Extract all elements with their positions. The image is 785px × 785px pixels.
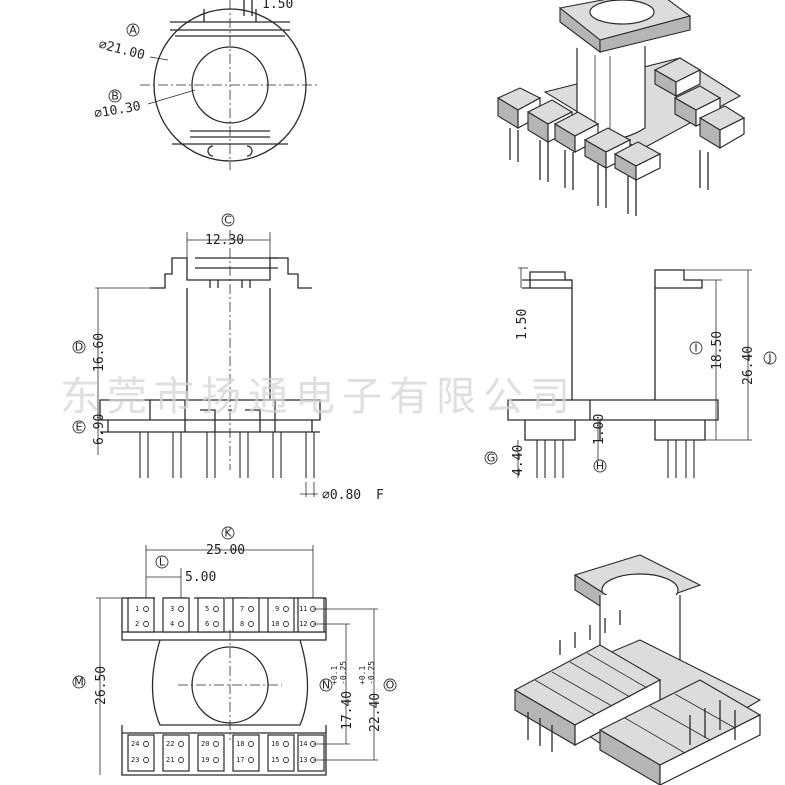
pin-10: 10 — [271, 620, 279, 628]
dim-top-slot: 1.50 — [262, 0, 293, 12]
label-o: O — [386, 679, 395, 692]
pin-17: 17 — [236, 756, 244, 764]
dim-step-height: 1.00 — [592, 414, 607, 445]
label-n: N — [322, 679, 330, 692]
top-view: 1.50 A ⌀21.00 B ⌀10.30 — [93, 0, 320, 170]
dim-outer-diameter: ⌀21.00 — [97, 37, 146, 63]
pin-5: 5 — [205, 605, 209, 613]
dim-winding-height: 16.60 — [92, 333, 107, 372]
side-pins — [536, 440, 695, 478]
label-a: A — [129, 24, 137, 37]
watermark-text: 东莞市扬通电子有限公司 — [60, 374, 577, 420]
pin-4: 4 — [170, 620, 174, 628]
lower-pin-holes — [143, 741, 316, 763]
bottom-view: 1 3 5 7 9 11 2 4 6 8 10 12 — [72, 527, 397, 776]
side-base — [507, 399, 719, 421]
pin-24: 24 — [131, 740, 139, 748]
pin-6: 6 — [205, 620, 209, 628]
pin-19: 19 — [201, 756, 209, 764]
label-m: M — [74, 676, 84, 689]
dim-body-length: 26.50 — [94, 666, 109, 705]
label-e: E — [76, 421, 83, 434]
dim-o-tol-lower: -0.25 — [367, 661, 376, 685]
pin-9: 9 — [275, 605, 279, 613]
label-h: H — [596, 460, 604, 473]
pin-16: 16 — [271, 740, 279, 748]
label-g: G — [487, 452, 496, 465]
dim-pin-row-span: 25.00 — [206, 543, 245, 558]
label-j: J — [767, 352, 771, 365]
label-c: C — [224, 214, 232, 227]
label-d: D — [75, 341, 83, 354]
bottom-notch — [207, 145, 253, 157]
iso-pins — [509, 128, 709, 216]
pin-21: 21 — [166, 756, 174, 764]
dim-total-height: 26.40 — [741, 346, 756, 385]
label-b: B — [111, 90, 119, 103]
bottom-lower-body — [121, 725, 327, 776]
pin-15: 15 — [271, 756, 279, 764]
label-l: L — [159, 556, 166, 569]
pin-8: 8 — [240, 620, 244, 628]
dim-core-width: 12.30 — [205, 233, 244, 248]
pin-7: 7 — [240, 605, 244, 613]
dim-side-height-i: 18.50 — [710, 331, 725, 370]
bottom-upper-body — [121, 598, 327, 641]
dim-outer-span-o: 22.40 — [368, 693, 383, 732]
front-view: C 12.30 16.60 D 6.90 E ⌀0.80 F — [72, 214, 384, 503]
label-i: I — [694, 342, 697, 355]
pin-13: 13 — [299, 756, 307, 764]
pin-20: 20 — [201, 740, 209, 748]
top-flange-lines — [170, 21, 290, 37]
side-right-flange — [654, 269, 703, 400]
dim-pin-length: 4.40 — [511, 445, 526, 476]
dim-o-tol-upper: +0.1 — [358, 666, 367, 685]
dim-inner-diameter: ⌀10.30 — [93, 99, 142, 122]
front-top-flange — [150, 257, 312, 289]
pin-2: 2 — [135, 620, 139, 628]
iso-bottom-pins-down — [527, 700, 736, 752]
pin-23: 23 — [131, 756, 139, 764]
dim-pin-diameter: ⌀0.80 — [322, 488, 361, 503]
label-f: F — [376, 488, 384, 503]
bottom-flange-lines — [172, 130, 288, 145]
lower-pin-cells — [127, 734, 325, 772]
front-base — [99, 399, 321, 421]
dim-pin-pitch: 5.00 — [185, 570, 216, 585]
pin-22: 22 — [166, 740, 174, 748]
pin-12: 12 — [299, 620, 307, 628]
dim-n-tol-upper: +0.1 — [330, 666, 339, 685]
label-k: K — [224, 527, 232, 540]
dim-inner-span-n: 17.40 — [340, 691, 355, 730]
pin-18: 18 — [236, 740, 244, 748]
isometric-view-bottom — [513, 554, 762, 785]
isometric-view-top — [496, 0, 746, 216]
iso-bottom-pins-up — [559, 610, 621, 655]
iso-top-hole — [589, 0, 655, 25]
pin-14: 14 — [299, 740, 307, 748]
top-notch — [203, 9, 257, 22]
dim-flange-thickness: 1.50 — [515, 309, 530, 340]
dim-base-height: 6.90 — [92, 414, 107, 445]
front-core — [186, 288, 271, 400]
side-view: 1.50 18.50 I 26.40 J 4.40 G 1.00 H — [484, 267, 777, 478]
front-pins — [139, 432, 315, 478]
pin-11: 11 — [299, 605, 307, 613]
upper-pin-cells — [127, 597, 325, 633]
pin-1: 1 — [135, 605, 139, 613]
side-left-flange — [529, 271, 573, 400]
pin-3: 3 — [170, 605, 174, 613]
dim-n-tol-lower: -0.25 — [339, 661, 348, 685]
